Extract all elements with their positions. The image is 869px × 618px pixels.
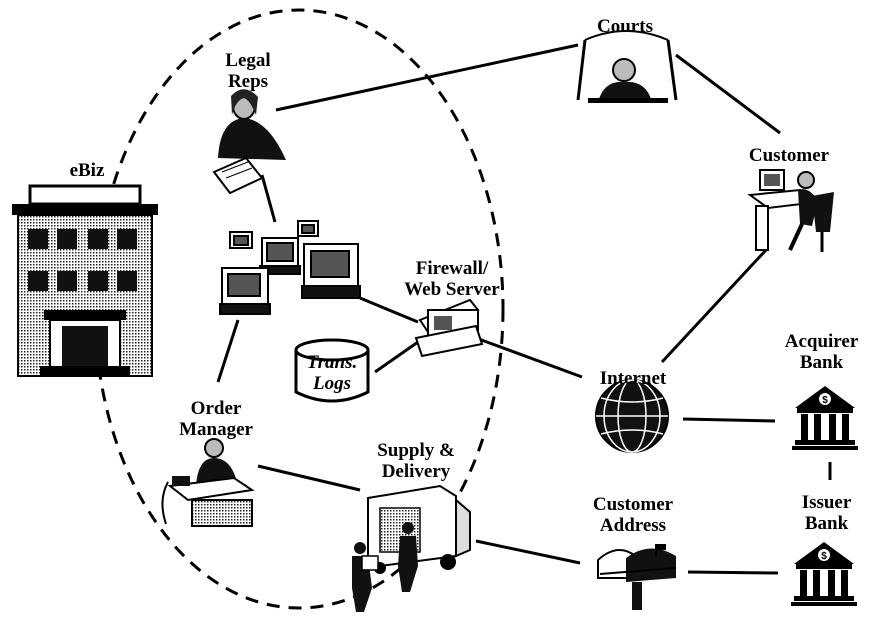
delivery-truck-icon: [352, 484, 471, 612]
issuer-bank-label: Issuer Bank: [784, 492, 869, 534]
trans-logs-line-1: Trans.: [306, 352, 358, 373]
customer-label: Customer: [738, 145, 840, 166]
courts-label-text: Courts: [597, 16, 653, 37]
legal-reps-line-2: Reps: [227, 71, 269, 92]
customer-address-line-2: Address: [599, 515, 667, 536]
customer-address-label: Customer Address: [580, 494, 686, 536]
link-courts-customer: [675, 53, 781, 135]
customer-label-text: Customer: [748, 145, 830, 166]
mailbox-icon: [597, 544, 677, 610]
supply-delivery-line-2: Delivery: [381, 461, 451, 482]
order-manager-line-1: Order: [190, 398, 242, 419]
issuer-bank-line-1: Issuer: [801, 492, 852, 513]
trans-logs-label: Trans. Logs: [298, 352, 366, 394]
link-firewall-internet: [475, 336, 583, 379]
computer-network-icon: [219, 220, 361, 315]
link-address-issuer: [687, 570, 779, 575]
database-cylinder-icon: [294, 338, 370, 403]
office-building-icon: [12, 184, 158, 377]
internet-label-text: Internet: [599, 368, 667, 389]
ebiz-label-text: eBiz: [69, 160, 105, 181]
bank-icon: [792, 386, 858, 450]
link-supply-address: [475, 539, 581, 565]
link-network-manager: [216, 319, 240, 383]
customer-address-line-1: Customer: [592, 494, 674, 515]
internet-label: Internet: [586, 368, 680, 389]
link-legal-network: [260, 174, 277, 223]
legal-reps-label: Legal Reps: [213, 50, 283, 92]
supply-delivery-label: Supply & Delivery: [366, 440, 466, 482]
link-manager-supply: [257, 464, 361, 492]
judge-icon: [576, 30, 678, 103]
acquirer-bank-label: Acquirer Bank: [774, 331, 869, 373]
link-internet-acquirer: [682, 417, 776, 423]
link-network-firewall: [359, 296, 419, 324]
acquirer-bank-line-2: Bank: [799, 352, 844, 373]
globe-icon: [595, 379, 669, 453]
bank-icon: [791, 542, 857, 606]
issuer-bank-line-2: Bank: [804, 513, 849, 534]
firewall-label: Firewall/ Web Server: [393, 258, 511, 300]
server-icon: [414, 298, 484, 358]
office-worker-icon: [161, 438, 255, 527]
legal-reps-line-1: Legal: [225, 50, 271, 71]
supply-delivery-line-1: Supply &: [377, 440, 455, 461]
link-logs-firewall: [374, 340, 419, 374]
ebiz-label: eBiz: [52, 160, 122, 181]
acquirer-bank-line-1: Acquirer: [784, 331, 859, 352]
firewall-line-1: Firewall/: [415, 258, 489, 279]
order-manager-label: Order Manager: [168, 398, 264, 440]
firewall-line-2: Web Server: [404, 279, 500, 300]
trans-logs-line-2: Logs: [313, 373, 351, 394]
computer-user-icon: [747, 169, 834, 252]
connections: [216, 43, 832, 575]
lawyer-icon: [212, 89, 286, 195]
courts-label: Courts: [583, 16, 667, 37]
order-manager-line-2: Manager: [179, 419, 253, 440]
link-internet-customer: [660, 248, 768, 364]
